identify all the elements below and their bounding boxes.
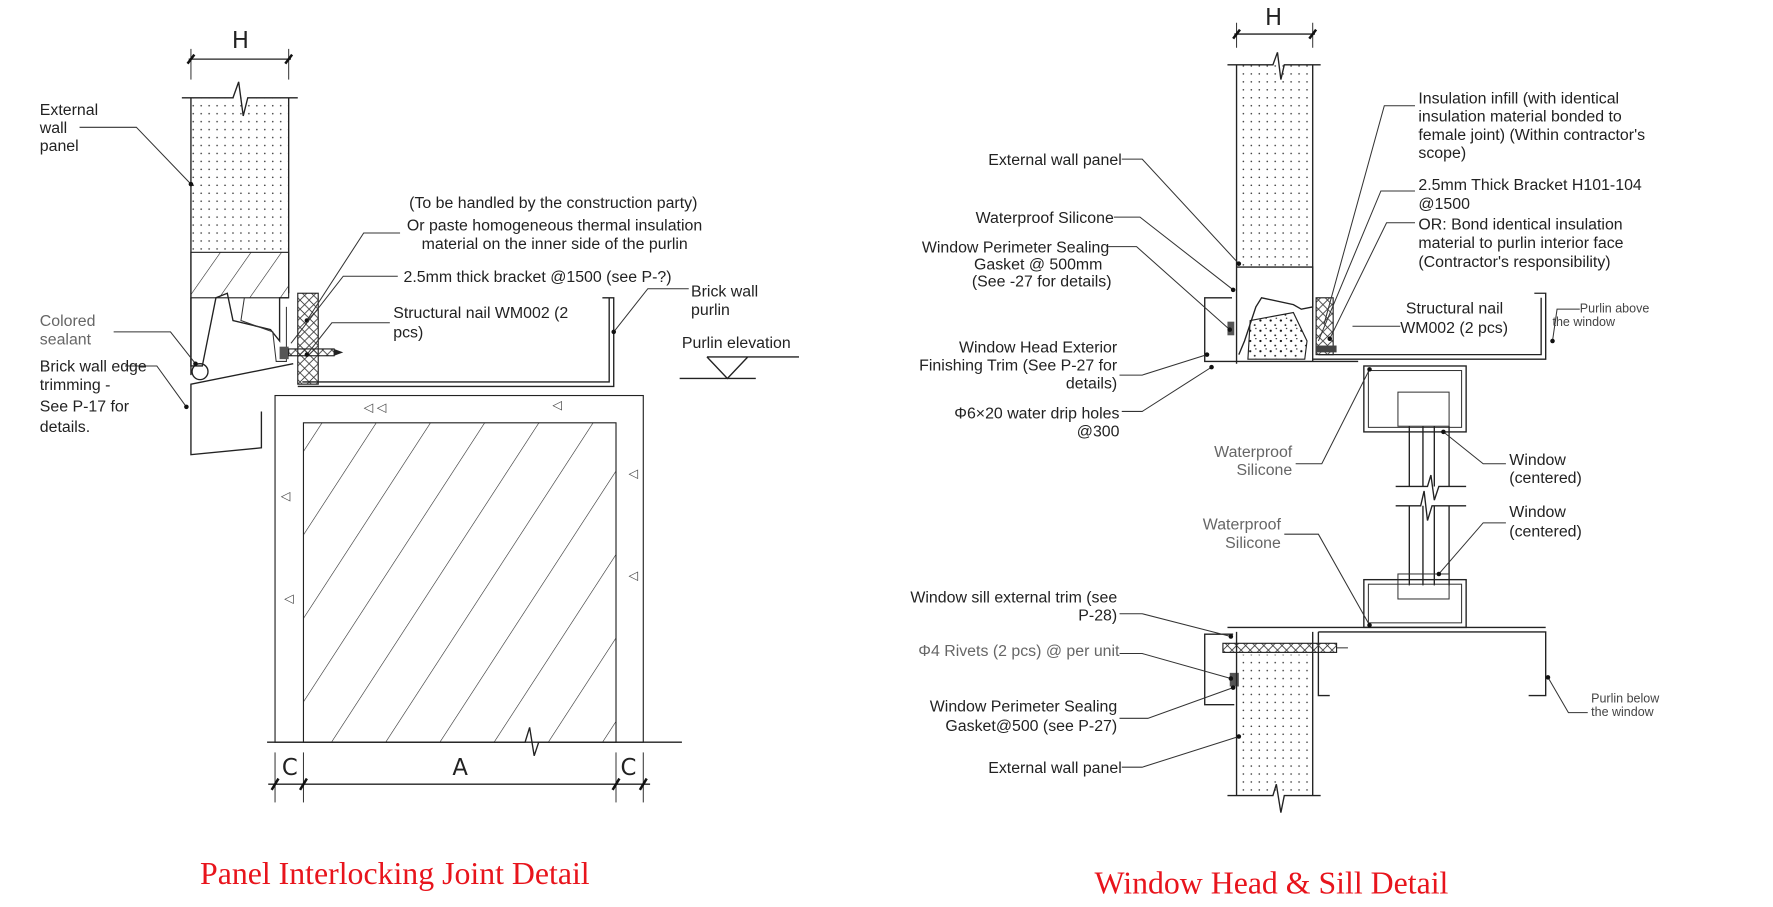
label-waterproof-silicone: Waterproof (1203, 517, 1282, 534)
window-head-sill-detail: H (910, 5, 1660, 900)
label-waterproof-silicone: Waterproof Silicone (976, 210, 1114, 227)
label-bond-insulation: (Contractor's responsibility) (1418, 254, 1610, 271)
label-brick-wall-purlin: Brick wall (691, 284, 758, 301)
label-head-trim: Window Head Exterior (959, 339, 1118, 356)
label-paste-insulation: material on the inner side of the purlin (422, 236, 688, 253)
label-window-centered: (centered) (1509, 523, 1581, 540)
edge-trimming (190, 363, 294, 456)
label-purlin-below: Purlin below (1591, 691, 1660, 705)
external-wall-panel-upper (1227, 52, 1321, 364)
label-bracket-h101: 2.5mm Thick Bracket H101-104 (1418, 177, 1642, 194)
label-bracket-h101: @1500 (1418, 196, 1470, 213)
label-structural-nail: Structural nail WM002 (2 (393, 305, 568, 322)
label-head-trim: Finishing Trim (See P-27 for (919, 358, 1118, 375)
dim-a-label: A (452, 755, 468, 781)
label-perimeter-gasket: Gasket @ 500mm (974, 256, 1102, 273)
label-sill-trim: Window sill external trim (see (910, 589, 1117, 606)
label-window-centered: (centered) (1509, 470, 1581, 487)
label-perimeter-gasket: (See -27 for details) (972, 273, 1112, 290)
head-exterior-trim (1204, 297, 1359, 363)
label-edge-trimming: See P-17 for (40, 398, 130, 415)
label-structural-nail: Structural nail (1406, 301, 1503, 318)
label-purlin-elevation: Purlin elevation (682, 335, 791, 352)
purlin-elevation-marker (679, 356, 799, 380)
label-bond-insulation: OR: Bond identical insulation (1418, 217, 1622, 234)
label-colored-sealant: Colored (40, 313, 96, 330)
panel-interlocking-joint-detail: H ◁ ◁◁ ◁◁◁◁ C A C Ext (39, 28, 799, 891)
label-external-wall-panel: External wall panel (988, 760, 1122, 777)
dimension-h: H (186, 28, 294, 80)
label-edge-trimming: Brick wall edge (40, 359, 147, 376)
label-insulation-infill: female joint) (Within contractor's (1418, 127, 1645, 144)
label-rivets: Φ4 Rivets (2 pcs) @ per unit (918, 643, 1120, 660)
label-structural-nail: WM002 (2 pcs) (1400, 320, 1508, 337)
label-edge-trimming: details. (40, 419, 90, 436)
label-purlin-above: the window (1553, 315, 1617, 329)
structural-nail (1316, 345, 1337, 353)
label-sill-trim: P-28) (1078, 608, 1117, 625)
label-insulation-infill: insulation material bonded to (1418, 109, 1622, 126)
label-perimeter-gasket: Window Perimeter Sealing (922, 239, 1109, 256)
external-wall-panel (181, 81, 298, 376)
break-line (267, 727, 682, 757)
label-brick-wall-purlin: purlin (691, 302, 730, 319)
svg-text:◁: ◁ (629, 466, 639, 480)
purlin-above (1312, 292, 1547, 360)
label-waterproof-silicone: Silicone (1225, 535, 1281, 552)
label-waterproof-silicone: Silicone (1237, 462, 1293, 479)
insulation-block (297, 292, 319, 385)
dimension-c-a-c: C A C (268, 752, 651, 803)
label-external-wall-panel: panel (40, 138, 79, 155)
svg-text:◁: ◁ (284, 591, 294, 605)
svg-text:◁ ◁: ◁ ◁ (364, 400, 387, 414)
svg-text:◁: ◁ (552, 398, 562, 412)
label-waterproof-silicone: Waterproof (1214, 444, 1293, 461)
dim-c-label: C (621, 755, 637, 781)
purlin-below (1227, 626, 1547, 697)
right-detail-title: Window Head & Sill Detail (1094, 865, 1448, 900)
brick-purlin-section: ◁ ◁ ◁ ◁ ◁ ◁ ◁ (274, 394, 644, 743)
sill-external-trim (1204, 633, 1235, 706)
window-frame (1363, 365, 1467, 629)
dimension-h: H (1232, 5, 1318, 48)
label-bond-insulation: material to purlin interior face (1418, 235, 1623, 252)
label-structural-nail: pcs) (393, 325, 423, 342)
label-colored-sealant: sealant (40, 331, 92, 348)
svg-text:◁: ◁ (281, 489, 291, 503)
brick-wall-purlin (297, 297, 615, 388)
external-wall-panel-lower (1227, 631, 1321, 813)
label-window-centered: Window (1509, 452, 1566, 469)
label-perimeter-gasket: Window Perimeter Sealing (930, 698, 1117, 715)
label-external-wall-panel: External wall panel (988, 152, 1122, 169)
svg-text:◁: ◁ (629, 569, 639, 583)
label-external-wall-panel: External (40, 102, 98, 119)
dim-h-label: H (1265, 5, 1282, 31)
label-paste-insulation: Or paste homogeneous thermal insulation (407, 218, 702, 235)
dim-h-label: H (232, 28, 249, 54)
label-construction-party: (To be handled by the construction party… (409, 195, 697, 212)
dim-c-label: C (282, 755, 298, 781)
label-edge-trimming: trimming - (40, 377, 111, 394)
label-drip-holes: Φ6×20 water drip holes (954, 405, 1119, 422)
rivet (1222, 642, 1348, 687)
label-external-wall-panel: wall (39, 120, 67, 137)
label-purlin-above: Purlin above (1580, 302, 1650, 316)
label-head-trim: details) (1066, 376, 1117, 393)
label-purlin-below: the window (1591, 705, 1655, 719)
label-insulation-infill: scope) (1418, 145, 1466, 162)
label-drip-holes: @300 (1077, 423, 1120, 440)
colored-sealant (191, 363, 209, 381)
label-window-centered: Window (1509, 504, 1566, 521)
label-bracket: 2.5mm thick bracket @1500 (see P-?) (403, 269, 671, 286)
label-perimeter-gasket: Gasket@500 (see P-27) (945, 718, 1117, 735)
label-insulation-infill: Insulation infill (with identical (1418, 90, 1619, 107)
left-detail-title: Panel Interlocking Joint Detail (200, 856, 590, 891)
